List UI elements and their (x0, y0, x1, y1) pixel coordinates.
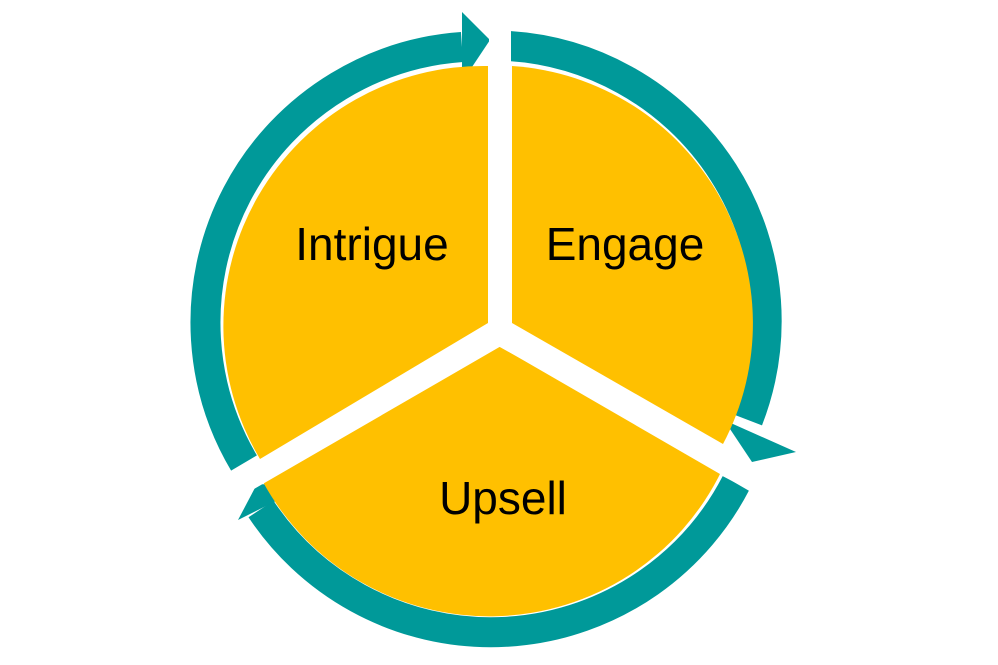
separator-left (214, 324, 506, 506)
segment-label-upsell: Upsell (439, 472, 567, 524)
segment-separators (214, 20, 786, 506)
arrowhead-top (462, 12, 490, 82)
arrow-arc-engage (508, 31, 782, 426)
segment-upsell (263, 346, 722, 617)
pie-segments (223, 65, 753, 617)
arrow-arc-upsell (248, 476, 750, 648)
arrow-arc-intrigue (190, 32, 464, 471)
segment-engage (512, 66, 753, 444)
segment-intrigue (223, 65, 488, 459)
arrowhead-right (724, 420, 796, 462)
segment-label-intrigue: Intrigue (295, 218, 448, 270)
separator-right (494, 324, 786, 506)
cycle-arrows (190, 31, 782, 648)
segment-label-engage: Engage (546, 218, 705, 270)
